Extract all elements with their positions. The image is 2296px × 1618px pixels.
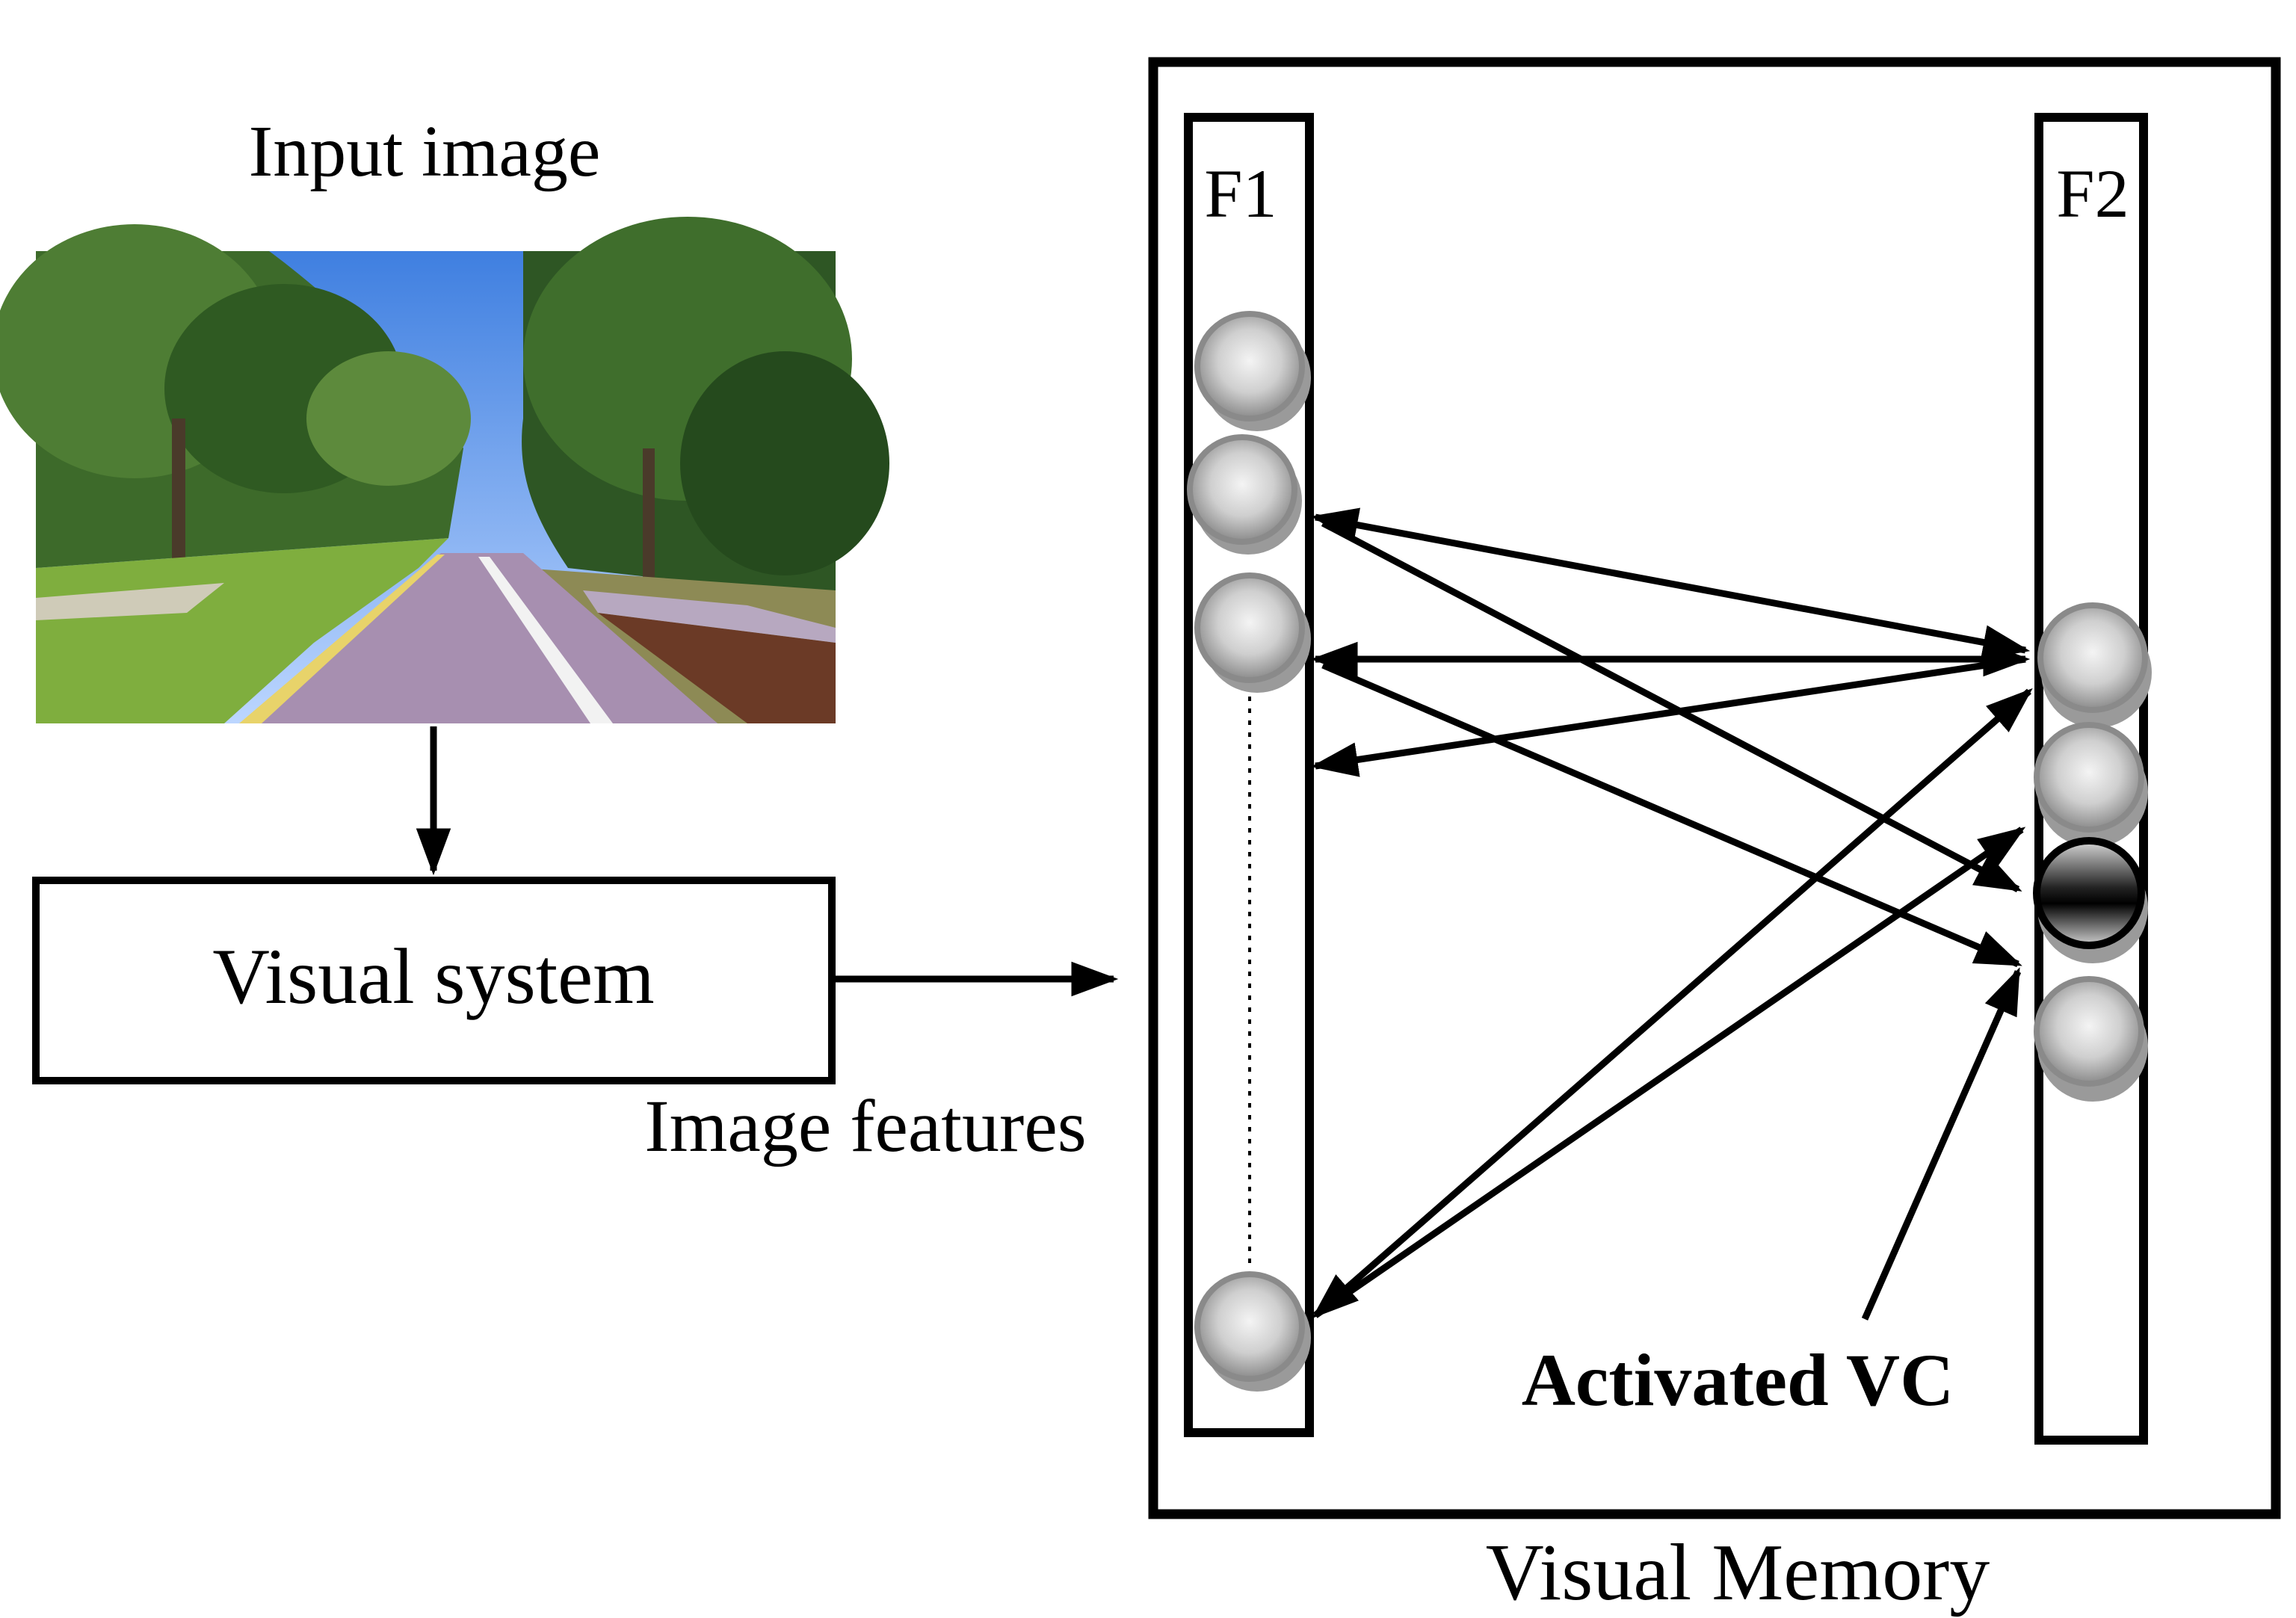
- input-image-label: Input image: [249, 111, 601, 192]
- connection-arrow: [1310, 655, 2026, 777]
- f1-node: [1187, 434, 1302, 555]
- f1-label: F1: [1204, 155, 1277, 232]
- activated-pointer-arrow: [1861, 967, 2022, 1321]
- image-features-label: Image features: [644, 1084, 1086, 1167]
- visual-system-label: Visual system: [212, 933, 654, 1020]
- connection-arrow: [1310, 507, 2031, 660]
- visual-memory-box: [1148, 57, 2281, 1519]
- connection-arrow: [1313, 827, 2026, 1318]
- connection-arrows: [1310, 507, 2033, 1321]
- f2-node: [2034, 976, 2148, 1102]
- f1-node: [1194, 572, 1311, 693]
- f1-node: [1194, 311, 1311, 431]
- activated-vc-label: Activated VC: [1522, 1338, 1954, 1421]
- connection-arrow: [1312, 688, 2033, 1319]
- road-photo-icon: [0, 217, 889, 723]
- connection-arrow: [1321, 520, 2022, 892]
- f1-node: [1194, 1271, 1311, 1392]
- f2-node: [2037, 602, 2152, 728]
- f2-label: F2: [2056, 155, 2129, 232]
- visual-memory-label: Visual Memory: [1486, 1528, 1990, 1617]
- activated-node-icon: [2033, 837, 2148, 963]
- f2-node: [2034, 722, 2148, 847]
- f1-layer-box: [1184, 113, 1314, 1437]
